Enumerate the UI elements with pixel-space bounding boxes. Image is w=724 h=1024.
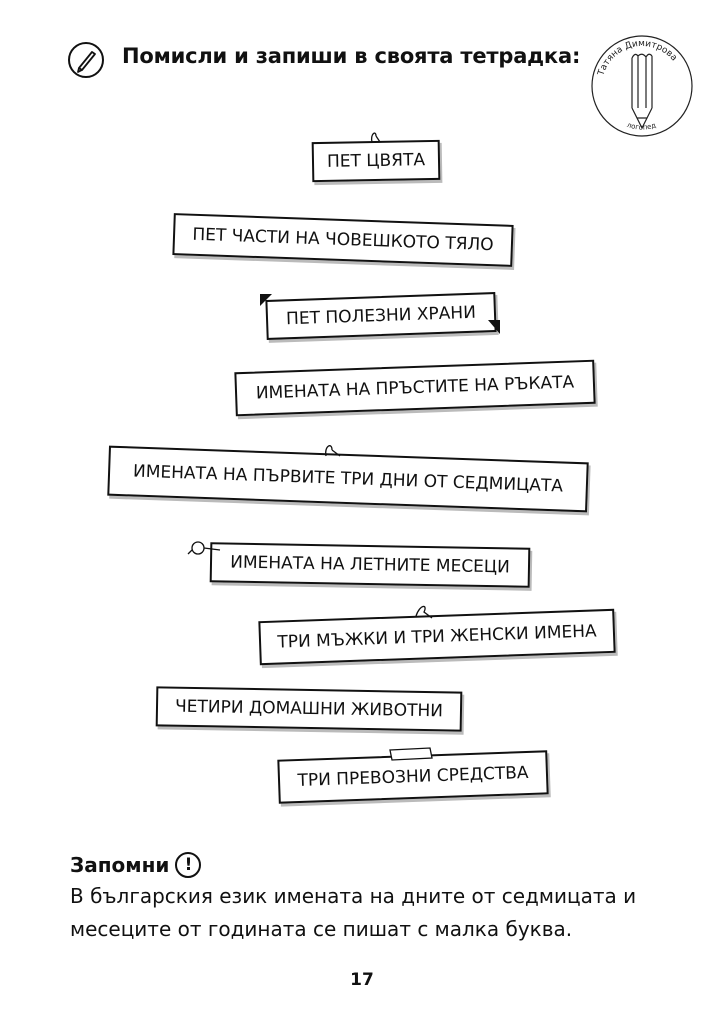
prompt-box: ТРИ МЪЖКИ И ТРИ ЖЕНСКИ ИМЕНА [258, 608, 616, 666]
remember-title: Запомни [70, 853, 170, 877]
page-number: 17 [350, 970, 374, 990]
prompt-text: ИМЕНАТА НА ЛЕТНИТЕ МЕСЕЦИ [230, 552, 510, 578]
prompt-text: ПЕТ ЧАСТИ НА ЧОВЕШКОТО ТЯЛО [192, 224, 494, 256]
prompt-box: ПЕТ ЧАСТИ НА ЧОВЕШКОТО ТЯЛО [172, 213, 514, 267]
prompt-box: ИМЕНАТА НА ПРЪСТИТЕ НА РЪКАТА [234, 359, 596, 417]
author-logo: Татяна Димитрова логопед [586, 30, 698, 142]
prompt-box: ЧЕТИРИ ДОМАШНИ ЖИВОТНИ [155, 686, 463, 732]
exclamation-icon: ! [175, 852, 202, 878]
tape-icon [389, 747, 433, 761]
corner-tabs-icon [260, 294, 500, 334]
page-title: Помисли и запиши в своята тетрадка: [122, 44, 581, 68]
remember-heading: Запомни ! [70, 852, 202, 878]
prompt-text: ТРИ МЪЖКИ И ТРИ ЖЕНСКИ ИМЕНА [277, 621, 597, 653]
prompt-text: ТРИ ПРЕВОЗНИ СРЕДСТВА [297, 762, 529, 792]
pin-icon [187, 541, 221, 555]
prompt-text: ИМЕНАТА НА ПРЪСТИТЕ НА РЪКАТА [255, 372, 575, 404]
prompt-text: ЧЕТИРИ ДОМАШНИ ЖИВОТНИ [174, 696, 444, 722]
prompt-text: ПЕТ ЦВЯТА [326, 150, 426, 172]
pin-icon [325, 445, 341, 457]
pin-icon [415, 605, 433, 619]
prompt-box: ИМЕНАТА НА ЛЕТНИТЕ МЕСЕЦИ [209, 542, 531, 588]
pin-icon [370, 132, 381, 143]
remember-text: В българския език имената на дните от се… [70, 884, 637, 941]
prompt-box: ПЕТ ЦВЯТА [311, 139, 441, 183]
prompt-text: ИМЕНАТА НА ПЪРВИТЕ ТРИ ДНИ ОТ СЕДМИЦАТА [132, 461, 564, 497]
pen-icon [68, 42, 104, 78]
